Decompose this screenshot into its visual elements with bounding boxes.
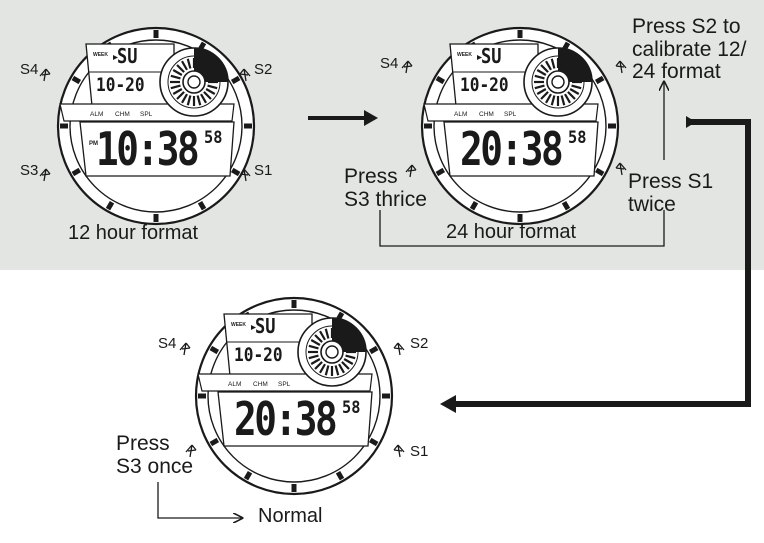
seconds-display: 58 — [342, 398, 361, 418]
alm-label: ALM — [90, 111, 104, 118]
seconds-display: 58 — [568, 128, 587, 148]
spl-label: SPL — [140, 111, 153, 118]
week-label: WEEK — [93, 52, 108, 58]
bracket-24h — [379, 210, 665, 247]
day-display: SU — [481, 44, 502, 68]
button-label-s4: S4 — [380, 55, 399, 72]
button-label-s2: S2 — [410, 335, 429, 352]
date-display: 10-20 — [460, 74, 509, 96]
week-label: WEEK — [457, 52, 472, 58]
button-label-s2: S2 — [254, 61, 273, 78]
caption-24-hour: 24 hour format — [446, 221, 577, 243]
day-display: SU — [117, 44, 138, 68]
alm-label: ALM — [228, 381, 242, 388]
watch-face-icon — [420, 26, 620, 226]
date-display: 10-20 — [234, 344, 283, 366]
seconds-display: 58 — [204, 128, 223, 148]
button-label-s3: S3 — [20, 162, 39, 179]
watch-12-hour: WEEK SU 10-20 ALM CHM SPL PM 10:38 58 — [56, 26, 256, 226]
date-display: 10-20 — [96, 74, 145, 96]
chm-label: CHM — [253, 381, 268, 388]
spl-label: SPL — [504, 111, 517, 118]
watch-24-hour: WEEK SU 10-20 ALM CHM SPL 20:38 58 — [420, 26, 620, 226]
week-label: WEEK — [231, 322, 246, 328]
time-display: 10:38 — [96, 122, 200, 176]
normal-label: Normal — [258, 505, 323, 527]
button-label-s4: S4 — [20, 61, 39, 78]
watch-face-icon — [56, 26, 256, 226]
arrow-12h-to-24h — [308, 110, 378, 126]
watch-face-icon — [194, 296, 394, 496]
button-label-s1: S1 — [410, 443, 429, 460]
chm-label: CHM — [479, 111, 494, 118]
time-display: 20:38 — [234, 392, 338, 446]
arrow-to-normal — [157, 482, 242, 518]
button-label-s4: S4 — [158, 335, 177, 352]
day-display: SU — [255, 314, 276, 338]
watch-normal: WEEK SU 10-20 ALM CHM SPL 20:38 58 — [194, 296, 394, 496]
arrow-24h-to-normal — [440, 116, 751, 413]
button-label-s1: S1 — [254, 162, 273, 179]
alm-label: ALM — [454, 111, 468, 118]
chm-label: CHM — [115, 111, 130, 118]
spl-label: SPL — [278, 381, 291, 388]
caption-12-hour: 12 hour format — [68, 222, 199, 244]
pm-indicator: PM — [89, 141, 98, 147]
time-display: 20:38 — [460, 122, 564, 176]
